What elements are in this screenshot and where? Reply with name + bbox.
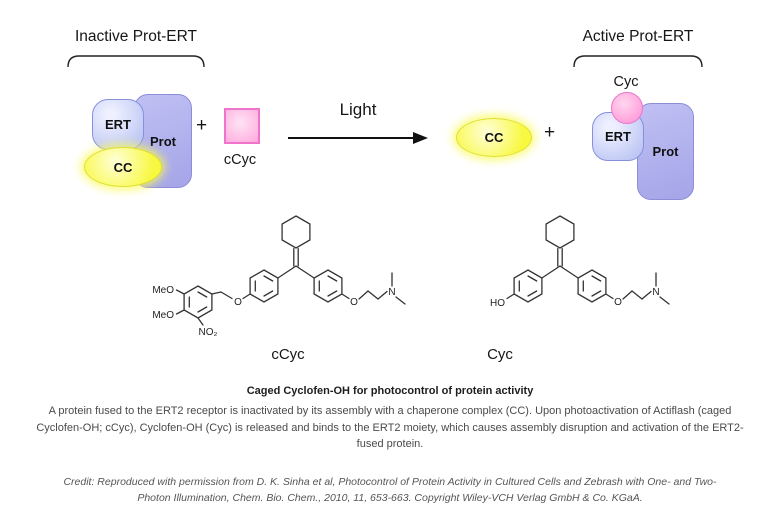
ccyc-square-label: cCyc: [223, 152, 257, 168]
caption-credit: Credit: Reproduced with permission from …: [63, 476, 717, 505]
cc-shape-inactive: CC: [84, 147, 162, 187]
bracket-left-icon: [67, 55, 205, 68]
atom-label-o-chain: O: [614, 297, 622, 308]
reaction-arrow-icon: [288, 132, 428, 144]
active-prot-ert-label: Active Prot-ERT: [582, 28, 694, 45]
atom-label-n: N: [388, 287, 395, 298]
caption-body: A protein fused to the ERT2 receptor is …: [36, 405, 744, 450]
plus-sign-right: +: [544, 122, 556, 143]
prot-label: Prot: [150, 133, 176, 149]
inactive-prot-ert-label: Inactive Prot-ERT: [74, 28, 198, 45]
caption-title: Caged Cyclofen-OH for photocontrol of pr…: [246, 385, 534, 397]
atom-label-o-chain: O: [350, 297, 358, 308]
atom-label-meo-bottom: MeO: [152, 310, 174, 321]
cyc-structure-drawing: HO O N: [490, 215, 670, 309]
bracket-right-icon: [573, 55, 703, 68]
ert-shape-inactive: ERT: [92, 99, 144, 150]
cc-shape-released: CC: [456, 118, 532, 157]
ccyc-structure-label: cCyc: [271, 346, 305, 363]
atom-label-no2: NO₂: [199, 327, 218, 338]
cc-label: CC: [484, 130, 504, 145]
ert-label: ERT: [605, 129, 631, 144]
atom-label-ho: HO: [490, 298, 505, 309]
atom-label-meo-top: MeO: [152, 285, 174, 296]
light-label: Light: [339, 100, 377, 119]
prot-label: Prot: [652, 144, 679, 159]
plus-sign-left: +: [196, 115, 208, 136]
cyc-circle-shape: [611, 92, 643, 124]
ert-label: ERT: [105, 117, 131, 132]
ccyc-square-shape: [224, 108, 260, 144]
atom-label-o-benzyl: O: [234, 297, 242, 308]
cyc-structure-label: Cyc: [487, 346, 513, 363]
ccyc-structure-drawing: O MeO MeO NO₂ O N: [152, 215, 406, 338]
prot-shape-active: Prot: [637, 103, 694, 200]
cc-label: CC: [113, 159, 133, 175]
cyc-top-label: Cyc: [613, 74, 639, 90]
atom-label-n: N: [652, 287, 659, 298]
